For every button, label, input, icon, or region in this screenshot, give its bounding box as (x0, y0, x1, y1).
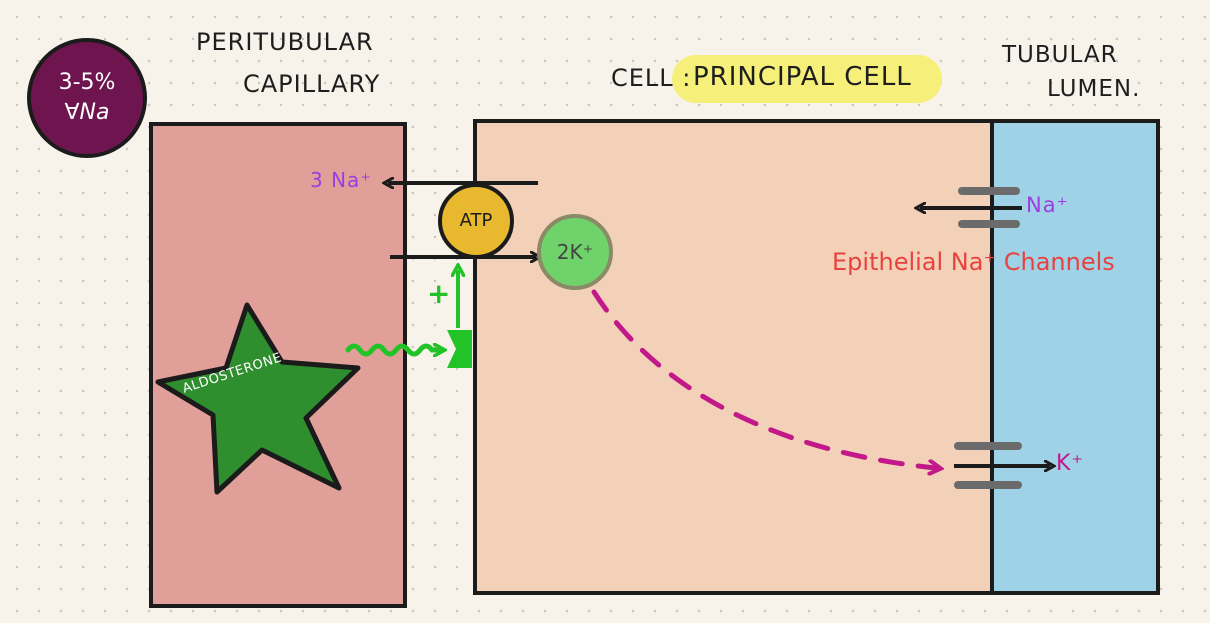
epithelial-sodium-channels-label: Epithelial Na⁺ Channels (832, 248, 1115, 276)
atp-pump: ATP (438, 183, 514, 259)
aldosterone-receptor-icon (447, 330, 472, 368)
principal-cell-region (473, 119, 994, 595)
atp-label: ATP (459, 210, 493, 231)
potassium-exit-label: K⁺ (1056, 451, 1085, 476)
lumen-label-line2: LUMEN. (1047, 76, 1141, 102)
tubular-lumen-region (990, 119, 1160, 595)
potassium-bubble-label: 2K⁺ (556, 240, 594, 264)
peritubular-label-line1: PERITUBULAR (196, 28, 374, 56)
principal-cell-label: PRINCIPAL CELL (693, 62, 912, 92)
aldosterone-star-icon (155, 302, 361, 495)
badge-percentage: 3-5% (58, 70, 116, 95)
badge-symbol: ∀Na (64, 100, 110, 125)
lumen-label-line1: TUBULAR (1002, 42, 1118, 68)
potassium-ion-bubble: 2K⁺ (537, 214, 613, 290)
stimulation-plus-sign: + (427, 277, 452, 310)
sodium-reabsorption-badge: 3-5% ∀Na (27, 38, 147, 158)
aldosterone-signal-squiggle (345, 346, 440, 354)
cell-name-highlight (672, 55, 942, 103)
sodium-channel-ion-label: Na⁺ (1026, 193, 1069, 217)
potassium-secretion-dashed-arrow (591, 289, 936, 468)
sodium-efflux-label: 3 Na⁺ (310, 168, 372, 192)
cell-label-prefix: CELL : (611, 64, 692, 92)
peritubular-label-line2: CAPILLARY (243, 70, 381, 98)
